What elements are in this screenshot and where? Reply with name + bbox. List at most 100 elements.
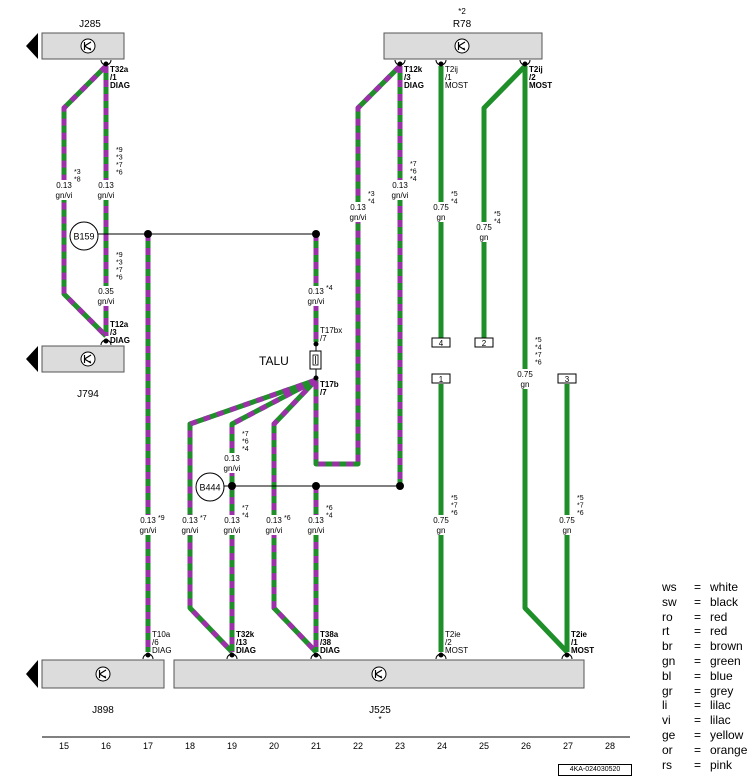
wire-seg (481, 64, 527, 340)
connector-signal: MOST (445, 81, 468, 90)
label-j898: J898 (92, 705, 114, 716)
component-j794 (26, 345, 125, 373)
legend-equals: = (694, 683, 702, 698)
wire-color: gn (563, 526, 572, 535)
legend-color-name: yellow (710, 727, 744, 742)
legend-code: ro (662, 609, 673, 624)
legend-color-name: grey (710, 683, 734, 698)
connector-name: T2ij (445, 65, 458, 74)
wire-note: *4 (368, 199, 375, 206)
connector-name: T17b (320, 380, 339, 389)
connector-pin: /7 (320, 334, 327, 343)
connector-name: T32k (236, 630, 255, 639)
wire-note: *6 (326, 505, 333, 512)
wire-note: *5 (451, 191, 458, 198)
wire-note: *7 (116, 267, 123, 274)
label-gap (429, 202, 453, 222)
wire-note: *5 (535, 337, 542, 344)
wire-ref: 4 (439, 339, 444, 348)
label-gap (304, 515, 328, 535)
connector-name: T17bx (320, 326, 342, 335)
reference-code: 4KA-024030520 (558, 764, 632, 776)
connector-pin: /2 (529, 73, 536, 82)
wire-color: gn (437, 213, 446, 222)
wire-note: *4 (242, 446, 249, 453)
wire-color: gn/vi (224, 464, 241, 473)
column-number: 22 (352, 741, 363, 751)
splice-b444: B444 (195, 472, 225, 502)
ground-symbol-icon (95, 666, 111, 682)
legend-row: gn=green (662, 654, 752, 669)
junction-dots (144, 230, 404, 490)
wire-color: gn/vi (98, 297, 115, 306)
legend-row: br=brown (662, 639, 752, 654)
wire-note: *7 (242, 505, 249, 512)
column-number: 25 (478, 741, 489, 751)
label-gap (262, 515, 286, 535)
legend-equals: = (694, 624, 702, 639)
connector-t17bx: T17bx/7 (320, 326, 342, 343)
legend-code: or (662, 742, 673, 757)
legend-equals: = (694, 594, 702, 609)
wire-size: 0.13 (392, 181, 408, 190)
legend-code: gr (662, 683, 673, 698)
wire-color: gn (480, 233, 489, 242)
wire-note: *4 (410, 176, 417, 183)
wire-color: gn/vi (308, 526, 325, 535)
connector-pin: /3 (110, 328, 117, 337)
connector-name: T2ij (529, 65, 543, 74)
component-r78 (383, 32, 543, 60)
ground-symbol-icon (80, 351, 96, 367)
connector-pin: /1 (445, 73, 452, 82)
column-number: 20 (268, 741, 279, 751)
component-j898 (26, 659, 165, 689)
wire-note: *7 (451, 503, 458, 510)
legend-equals: = (694, 639, 702, 654)
connector-signal: MOST (445, 646, 468, 655)
wire-note: *3 (368, 191, 375, 198)
legend-equals: = (694, 653, 702, 668)
legend-color-name: brown (710, 639, 743, 654)
wire-color: gn (437, 526, 446, 535)
label-j525: J525 (369, 705, 391, 716)
wire-color: gn/vi (308, 297, 325, 306)
connector-pin: /13 (236, 638, 248, 647)
wire-note: *4 (535, 345, 542, 352)
wire-color: gn/vi (266, 526, 283, 535)
wire-size: 0.13 (224, 516, 240, 525)
label-j794: J794 (77, 389, 99, 400)
wire-note: *3 (74, 169, 81, 176)
wire-note: *4 (242, 513, 249, 520)
splice-b159: B159 (69, 221, 99, 251)
connector-name: T38a (320, 630, 339, 639)
column-number: 19 (226, 741, 237, 751)
column-number: 28 (604, 741, 615, 751)
legend-row: rs=pink (662, 758, 752, 773)
legend-color-name: pink (710, 757, 733, 772)
legend-equals: = (694, 727, 702, 742)
wire-note: *4 (326, 513, 333, 520)
wire-ref: 1 (439, 375, 444, 384)
wire-note: *6 (535, 360, 542, 367)
wire-size: 0.13 (350, 203, 366, 212)
wire-size: 0.13 (308, 516, 324, 525)
wire-color: gn (521, 380, 530, 389)
label-gap (52, 180, 76, 200)
legend-code: rs (662, 757, 672, 772)
wire-note: *6 (284, 515, 291, 522)
wire-size: 0.75 (559, 516, 575, 525)
wire-note: *7 (242, 431, 249, 438)
wire-note: *7 (200, 515, 207, 522)
legend-equals: = (694, 698, 702, 713)
